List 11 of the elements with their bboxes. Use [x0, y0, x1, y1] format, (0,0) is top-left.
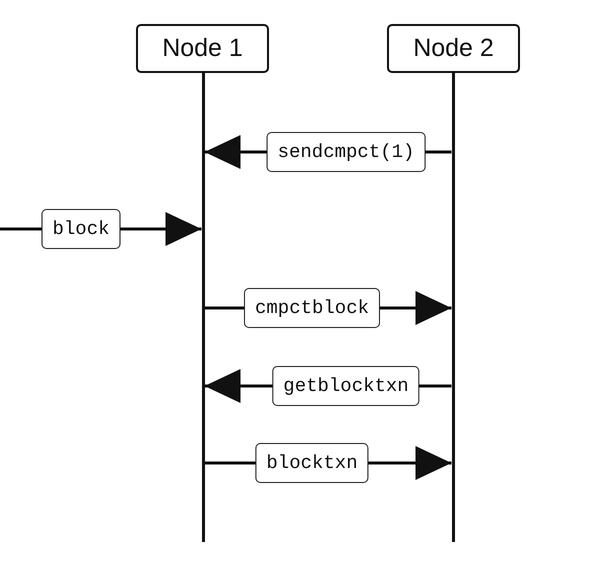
participant-box [136, 24, 269, 73]
participant-box [387, 24, 520, 73]
message-label: cmpctblock [244, 288, 380, 328]
message-label: blocktxn [255, 443, 369, 483]
message-label: block [42, 209, 120, 249]
lifeline [452, 72, 454, 542]
message-label: getblocktxn [272, 366, 420, 406]
participant-name: Node 1 [162, 34, 243, 63]
message-label: sendcmpct(1) [266, 132, 426, 172]
lifeline [202, 72, 204, 542]
participant-name: Node 2 [413, 34, 494, 63]
